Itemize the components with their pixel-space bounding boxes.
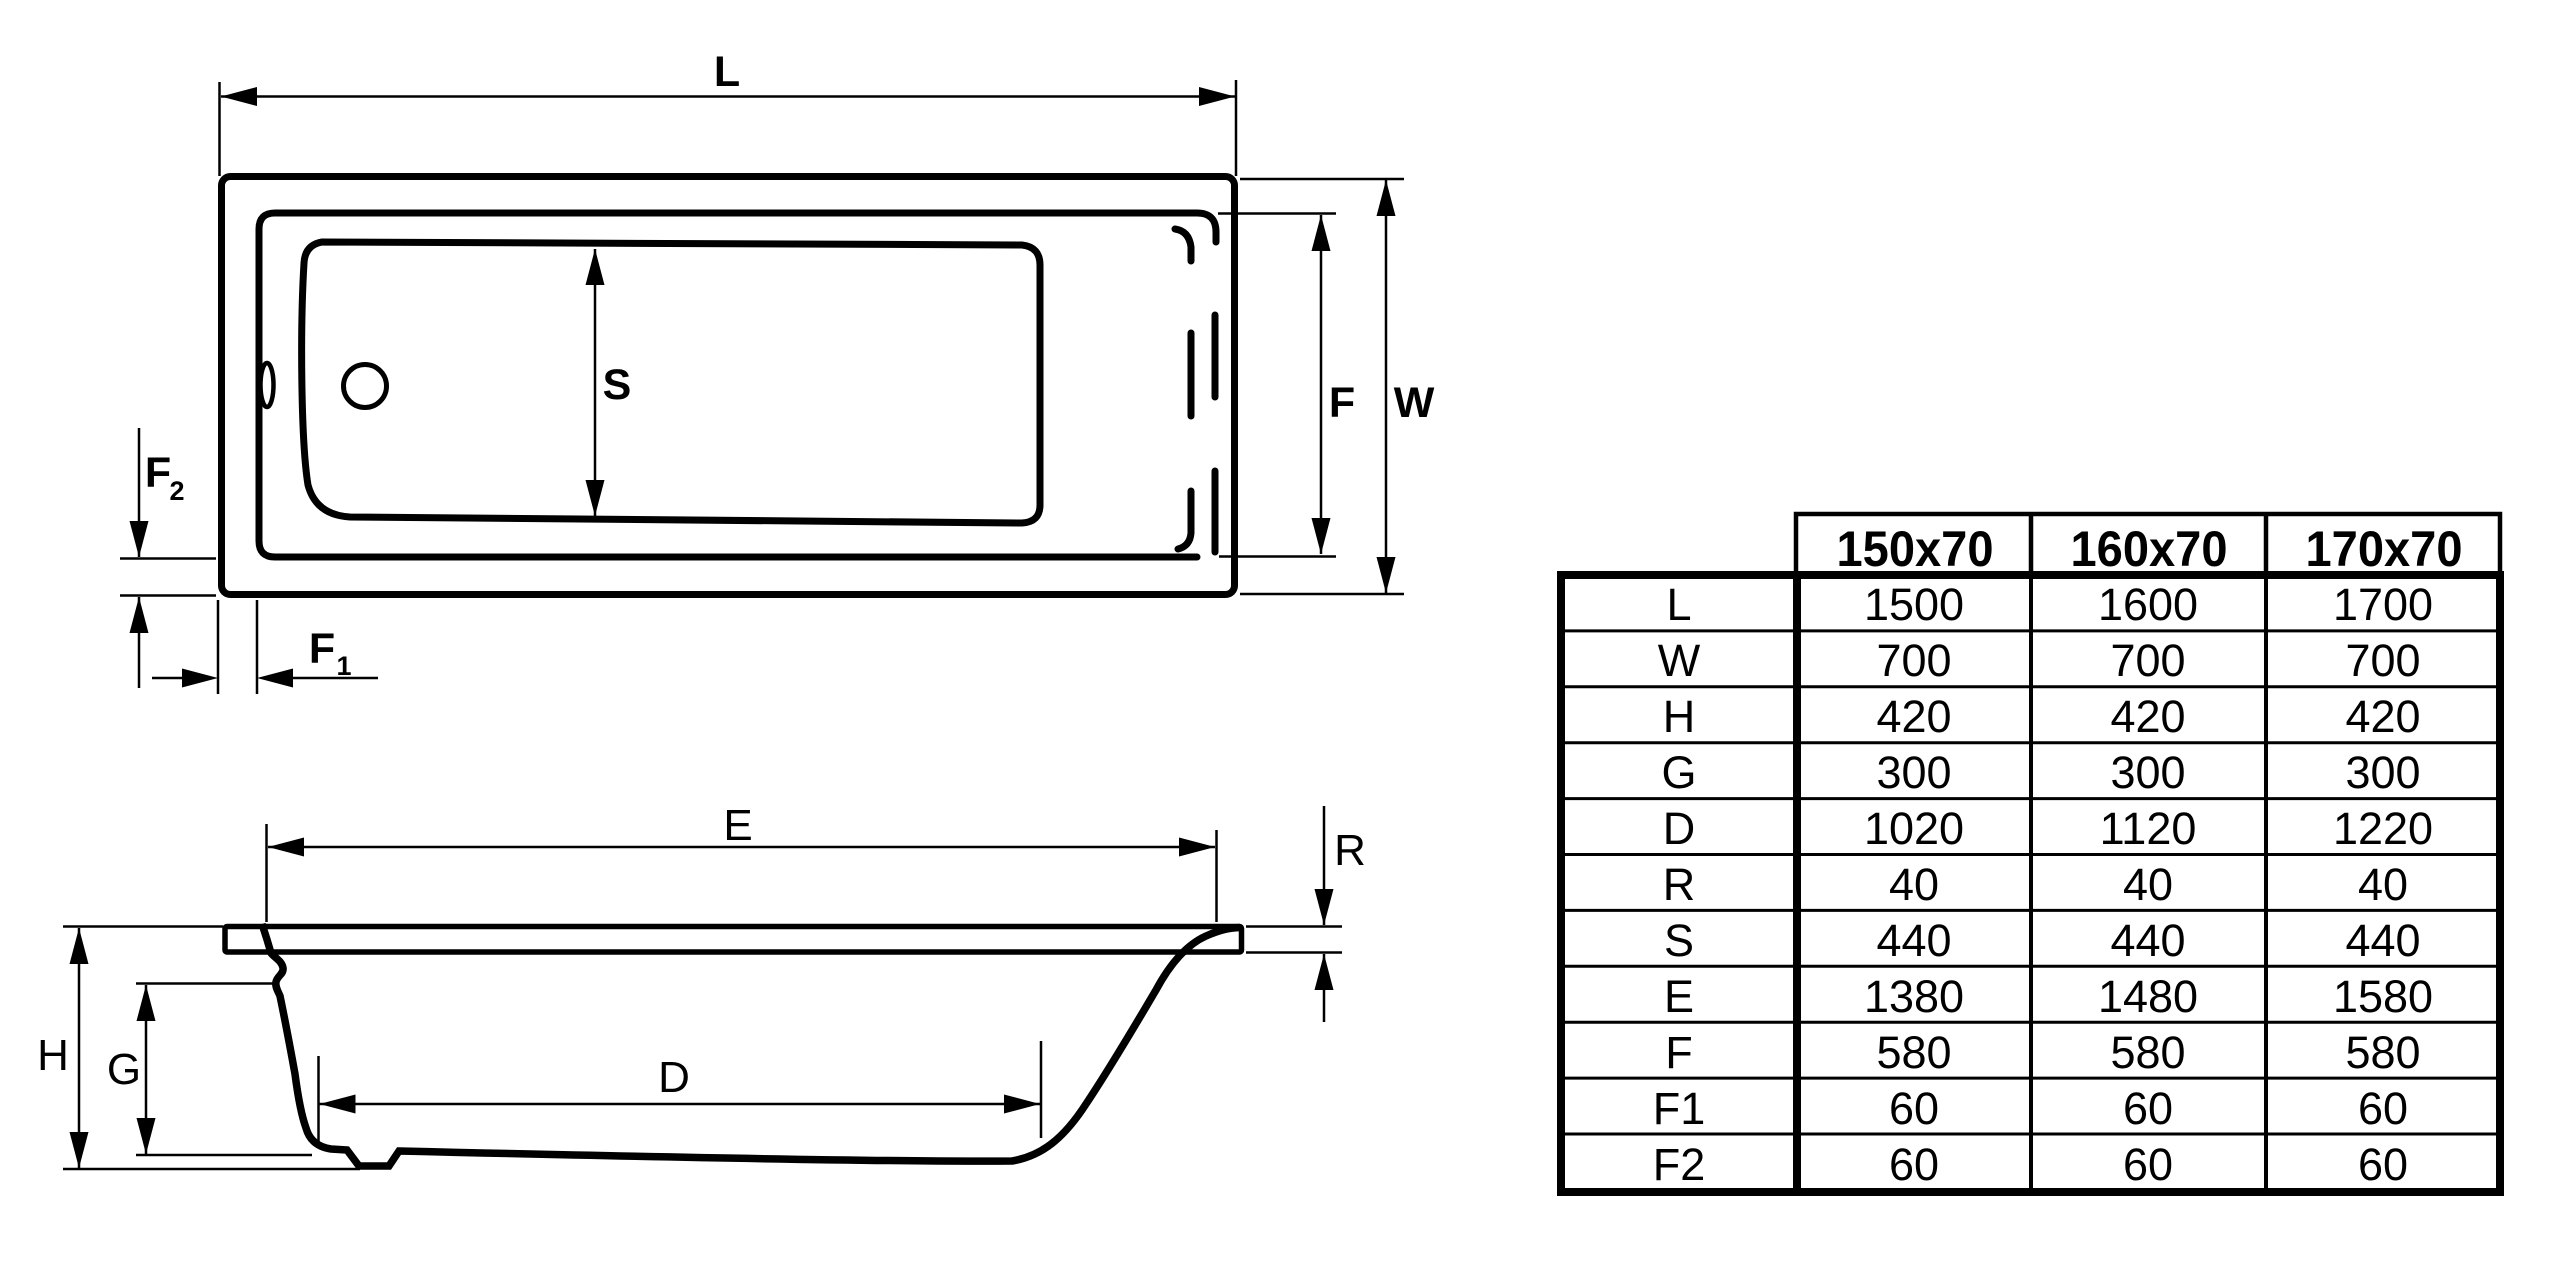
svg-text:F: F — [309, 625, 335, 673]
svg-text:H: H — [1663, 691, 1696, 742]
svg-text:40: 40 — [1889, 859, 1939, 910]
svg-text:300: 300 — [1876, 747, 1951, 798]
svg-text:F: F — [145, 449, 171, 497]
svg-text:2: 2 — [169, 476, 184, 506]
svg-text:F: F — [1665, 1027, 1693, 1078]
svg-text:60: 60 — [2123, 1139, 2173, 1190]
svg-text:700: 700 — [1876, 635, 1951, 686]
svg-text:R: R — [1663, 859, 1696, 910]
svg-text:700: 700 — [2345, 635, 2420, 686]
svg-text:440: 440 — [2110, 915, 2185, 966]
svg-text:440: 440 — [2345, 915, 2420, 966]
svg-text:S: S — [1664, 915, 1694, 966]
svg-text:300: 300 — [2345, 747, 2420, 798]
svg-text:420: 420 — [2110, 691, 2185, 742]
svg-text:1220: 1220 — [2333, 803, 2433, 854]
svg-text:40: 40 — [2123, 859, 2173, 910]
svg-text:1120: 1120 — [2100, 803, 2197, 854]
svg-text:D: D — [1663, 803, 1696, 854]
svg-text:S: S — [603, 361, 632, 409]
svg-text:160x70: 160x70 — [2071, 521, 2228, 577]
svg-text:L: L — [1666, 579, 1691, 630]
svg-text:420: 420 — [1876, 691, 1951, 742]
svg-text:60: 60 — [2123, 1083, 2173, 1134]
svg-text:170x70: 170x70 — [2306, 521, 2463, 577]
svg-text:1: 1 — [336, 651, 351, 681]
svg-text:1480: 1480 — [2098, 971, 2198, 1022]
svg-text:1500: 1500 — [1864, 579, 1964, 630]
svg-text:1580: 1580 — [2333, 971, 2433, 1022]
svg-text:420: 420 — [2345, 691, 2420, 742]
svg-text:1600: 1600 — [2098, 579, 2198, 630]
svg-text:700: 700 — [2110, 635, 2185, 686]
svg-text:F2: F2 — [1653, 1139, 1706, 1190]
svg-text:580: 580 — [2110, 1027, 2185, 1078]
svg-text:60: 60 — [2358, 1139, 2408, 1190]
svg-text:F: F — [1329, 379, 1355, 427]
svg-text:1020: 1020 — [1864, 803, 1964, 854]
svg-text:1700: 1700 — [2333, 579, 2433, 630]
svg-text:60: 60 — [2358, 1083, 2408, 1134]
svg-text:G: G — [1661, 747, 1696, 798]
svg-text:150x70: 150x70 — [1837, 521, 1994, 577]
svg-text:60: 60 — [1889, 1139, 1939, 1190]
svg-text:40: 40 — [2358, 859, 2408, 910]
svg-text:R: R — [1334, 826, 1366, 875]
svg-text:300: 300 — [2110, 747, 2185, 798]
svg-text:E: E — [1664, 971, 1694, 1022]
svg-text:W: W — [1394, 379, 1435, 427]
svg-text:H: H — [37, 1031, 69, 1080]
svg-text:D: D — [658, 1053, 690, 1102]
svg-text:60: 60 — [1889, 1083, 1939, 1134]
svg-text:1380: 1380 — [1864, 971, 1964, 1022]
svg-text:F1: F1 — [1653, 1083, 1706, 1134]
svg-text:580: 580 — [2345, 1027, 2420, 1078]
svg-text:440: 440 — [1876, 915, 1951, 966]
svg-text:L: L — [714, 48, 740, 96]
svg-text:W: W — [1658, 635, 1701, 686]
svg-text:G: G — [107, 1045, 141, 1094]
svg-text:580: 580 — [1876, 1027, 1951, 1078]
svg-text:E: E — [723, 801, 752, 850]
